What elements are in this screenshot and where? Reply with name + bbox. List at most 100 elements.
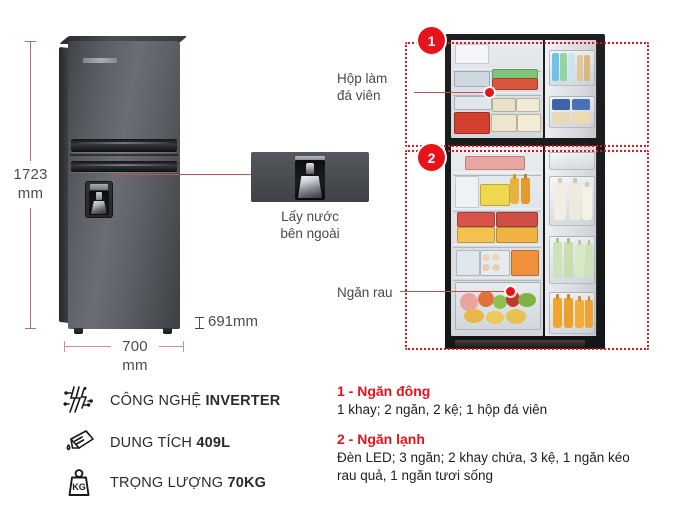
orange-juice-2 bbox=[564, 298, 573, 328]
freezer-door-outer-edge bbox=[596, 40, 597, 138]
dispenser-top-trim bbox=[90, 184, 108, 190]
spec-row-inverter: CÔNG NGHỆ INVERTER bbox=[62, 384, 280, 418]
spec-text-weight: TRỌNG LƯỢNG 70KG bbox=[110, 475, 266, 491]
milk-bottle-1 bbox=[554, 182, 566, 220]
freezer-door-box-4 bbox=[572, 112, 590, 124]
legend-spacer bbox=[337, 419, 657, 430]
freezer-box-c bbox=[516, 98, 540, 112]
freezer-bin-left bbox=[454, 71, 490, 87]
dispenser-press-pad bbox=[91, 201, 107, 214]
orange-food-tray bbox=[457, 227, 495, 243]
dispenser-spout bbox=[96, 192, 102, 200]
width-value: 700 bbox=[122, 338, 148, 355]
svg-text:KG: KG bbox=[72, 482, 86, 492]
fridge-shelf-2 bbox=[453, 208, 541, 212]
freezer-door-handle bbox=[71, 139, 177, 152]
water-dispenser-on-door bbox=[85, 181, 113, 218]
vegetable-leader-line bbox=[400, 291, 510, 292]
width-cap-right bbox=[183, 341, 184, 352]
fridge-shelf-4 bbox=[453, 277, 541, 281]
ice-box-leader-line bbox=[414, 92, 489, 93]
spec-value-capacity: 409L bbox=[196, 435, 231, 451]
fridge-shelf-3 bbox=[453, 244, 541, 248]
badge-fridge-2: 2 bbox=[418, 144, 445, 171]
freezer-door-box-2 bbox=[572, 99, 590, 110]
water-dispenser-callout: Lấy nước bên ngoài bbox=[251, 208, 369, 242]
fridge-door-bin-1 bbox=[549, 152, 595, 170]
milk-bottle-2 bbox=[569, 182, 581, 220]
juice-bottle-1 bbox=[510, 178, 519, 204]
egg-1 bbox=[482, 254, 490, 261]
water-dispenser-leader-line bbox=[111, 174, 251, 175]
spec-value-inverter: INVERTER bbox=[205, 393, 281, 409]
egg-2 bbox=[492, 254, 500, 261]
freezer-door-box-1 bbox=[552, 99, 570, 110]
spec-text-inverter: CÔNG NGHỆ INVERTER bbox=[110, 393, 280, 409]
freezer-door-pack-2 bbox=[560, 53, 567, 81]
width-unit: mm bbox=[122, 357, 148, 374]
ice-box-marker-dot bbox=[485, 88, 494, 97]
legend-body-fridge: Đèn LED; 3 ngăn; 2 khay chứa, 3 kệ, 1 ng… bbox=[337, 450, 630, 483]
orange-juice-3 bbox=[575, 300, 584, 328]
freezer-shelf-2 bbox=[453, 92, 541, 96]
inverter-icon bbox=[62, 384, 96, 418]
fridge-foot-left bbox=[74, 328, 83, 334]
red-food-tray bbox=[457, 212, 495, 227]
fridge-interior bbox=[451, 146, 543, 336]
capacity-jug-icon bbox=[62, 426, 96, 460]
door-seam bbox=[70, 154, 178, 156]
fridge-door bbox=[545, 146, 597, 336]
green-pepper bbox=[518, 293, 536, 307]
compartment-legend: 1 - Ngăn đông 1 khay; 2 ngăn, 2 kệ; 1 hộ… bbox=[337, 382, 657, 485]
refrigerator-closed-view bbox=[59, 36, 188, 334]
legend-body-freezer: 1 khay; 2 ngăn, 2 kệ; 1 hộp đá viên bbox=[337, 402, 548, 417]
freezer-box-b bbox=[492, 98, 516, 112]
fridge-door-handle bbox=[71, 161, 177, 172]
spec-label-capacity: DUNG TÍCH bbox=[110, 435, 197, 451]
freezer-door-pack-3 bbox=[568, 53, 575, 81]
water-dispenser-detail-inset bbox=[251, 152, 369, 202]
width-line-right bbox=[159, 346, 183, 347]
green-bottle-2 bbox=[564, 242, 573, 278]
orange-juice-4 bbox=[585, 300, 593, 328]
toshiba-logo bbox=[83, 58, 117, 63]
lemon-2 bbox=[486, 311, 504, 324]
vegetable-callout: Ngăn rau bbox=[337, 285, 393, 300]
height-line-lower bbox=[30, 208, 31, 328]
freezer-tray-a bbox=[491, 114, 517, 132]
fresh-box bbox=[455, 176, 479, 208]
cabinet-base-plinth bbox=[455, 340, 585, 347]
freezer-door bbox=[545, 40, 597, 138]
depth-line bbox=[199, 317, 200, 328]
yellow-container bbox=[480, 184, 510, 206]
inset-top-trim bbox=[295, 156, 325, 160]
orange-food-tray-2 bbox=[496, 227, 538, 243]
width-label: 700 mm bbox=[111, 337, 159, 375]
legend-heading-fridge: 2 - Ngăn lạnh bbox=[337, 431, 425, 447]
green-bottle-4 bbox=[585, 244, 593, 278]
freezer-ice-maker bbox=[455, 44, 489, 64]
inset-dispenser-spout bbox=[306, 163, 314, 174]
refrigerator-open-view bbox=[445, 34, 605, 349]
freezer-door-pack-5 bbox=[584, 55, 590, 81]
red-food-tray-2 bbox=[496, 212, 538, 227]
peach bbox=[460, 293, 478, 311]
fridge-door-outer-edge bbox=[596, 146, 597, 336]
green-bottle-1 bbox=[553, 242, 562, 278]
orange-fruit bbox=[478, 291, 494, 307]
spec-text-capacity: DUNG TÍCH 409L bbox=[110, 435, 230, 451]
ice-box-callout-line1: Hộp làm bbox=[337, 71, 388, 86]
lemon-3 bbox=[506, 309, 526, 324]
freezer-tomato-pack bbox=[492, 78, 538, 90]
spec-label-inverter: CÔNG NGHỆ bbox=[110, 393, 206, 409]
juice-bottle-2 bbox=[521, 178, 530, 204]
freezer-door-pack-1 bbox=[552, 53, 559, 81]
milk-bottle-3 bbox=[582, 186, 592, 220]
fridge-shelf-1 bbox=[453, 172, 541, 176]
egg-4 bbox=[492, 264, 500, 271]
spec-label-weight: TRỌNG LƯỢNG bbox=[110, 475, 228, 491]
egg-3 bbox=[482, 264, 490, 271]
vegetable-crisper-drawer bbox=[455, 282, 541, 330]
water-callout-line1: Lấy nước bbox=[281, 209, 339, 224]
